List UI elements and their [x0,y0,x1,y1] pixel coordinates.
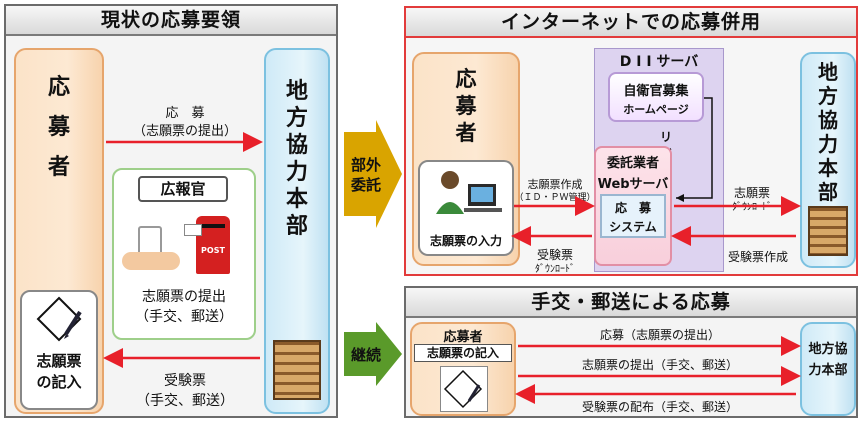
mail-applicant-box: 応募者 志願票の記入 [410,322,516,416]
id-pw-label: （ＩＤ・ＰＷ管理） [514,193,596,203]
form-dl-label-1: 志願票 [733,186,770,200]
pr-officer-label: 広報官 [138,176,228,202]
mail-applicant-label: 応募者 [443,330,483,345]
mail-arrow3-label: 受験票の配布（手交、郵送） [581,400,738,414]
recruit-homepage-box: 自衛官募集 ホームページ [608,72,704,122]
contractor-label-1: 委託業者 [606,156,659,171]
dii-server-label: D I I サーバ [619,54,699,70]
net-building-icon [808,206,848,256]
net-applicant-label: 応 募 者 [455,67,477,145]
left-exam-label-2: （手交、郵送） [136,393,234,409]
current-method-title: 現状の応募要領 [6,6,336,36]
mail-form-icon-box [440,366,488,412]
computer-user-icon [436,171,502,214]
recruit-homepage-label-2: ホームページ [623,103,689,116]
envelope-icon [184,224,202,236]
form-input-box: 志願票の入力 [418,160,514,256]
application-system-box: 応 募 システム [600,194,666,238]
exam-dl-label-1: 受験票 [536,248,573,262]
form-caption-2: の記入 [36,373,82,391]
create-form-label: 志願票作成 [527,178,583,191]
continue-arrow: 継続 [344,322,404,386]
mail-pen-icon [443,369,483,409]
left-apply-label-1: 応 募 [165,106,205,121]
system-label-1: 応 募 [614,201,651,215]
mail-arrow1-label: 応募（志願票の提出） [599,328,720,342]
left-hq-label: 地 方 協 力 本 部 [285,79,308,239]
recruit-homepage-label-1: 自衛官募集 [623,84,689,99]
left-form-box: 志願票 の記入 [20,290,98,410]
mail-hq-label-1: 地方協 [808,342,848,357]
left-exam-label-1: 受験票 [164,373,206,389]
internet-title: インターネットでの応募併用 [406,8,856,38]
post-label: POST [201,246,225,255]
outsource-label-1: 部外 [350,156,381,174]
mail-hq-label-2: 力本部 [808,363,848,378]
form-dl-label-2: ﾀﾞｳﾝﾛｰﾄﾞ [732,202,772,213]
mail-form-fill-label: 志願票の記入 [414,344,512,362]
submit-caption-2: （手交、郵送） [135,309,233,325]
hands-icon [122,252,180,270]
left-apply-label-2: （志願票の提出） [132,124,237,139]
mail-arrow2-label: 志願票の提出（手交、郵送） [581,358,738,372]
form-caption-1: 志願票 [36,352,82,370]
system-label-2: システム [609,220,657,234]
exam-dl-label-2: ﾀﾞｳﾝﾛｰﾄﾞ [535,264,575,275]
outsource-label-2: 委託 [350,176,381,194]
form-input-label: 志願票の入力 [429,234,502,248]
mail-title: 手交・郵送による応募 [406,288,856,318]
outsource-arrow: 部外 委託 [344,120,404,228]
form-pen-icon [36,296,82,342]
contractor-label-2: Webサーバ [597,177,669,192]
left-building-icon [273,340,321,400]
left-applicant-label: 応 募 者 [47,75,70,180]
net-hq-label: 地 方 協 力 本 部 [818,60,838,204]
pr-officer-box: 広報官 POST 志願票の提出 （手交、郵送） [112,168,256,340]
continue-label: 継続 [350,346,381,364]
exam-create-label: 受験票作成 [727,250,788,264]
mail-hq-box: 地方協 力本部 [800,322,856,416]
submit-caption-1: 志願票の提出 [142,289,226,305]
